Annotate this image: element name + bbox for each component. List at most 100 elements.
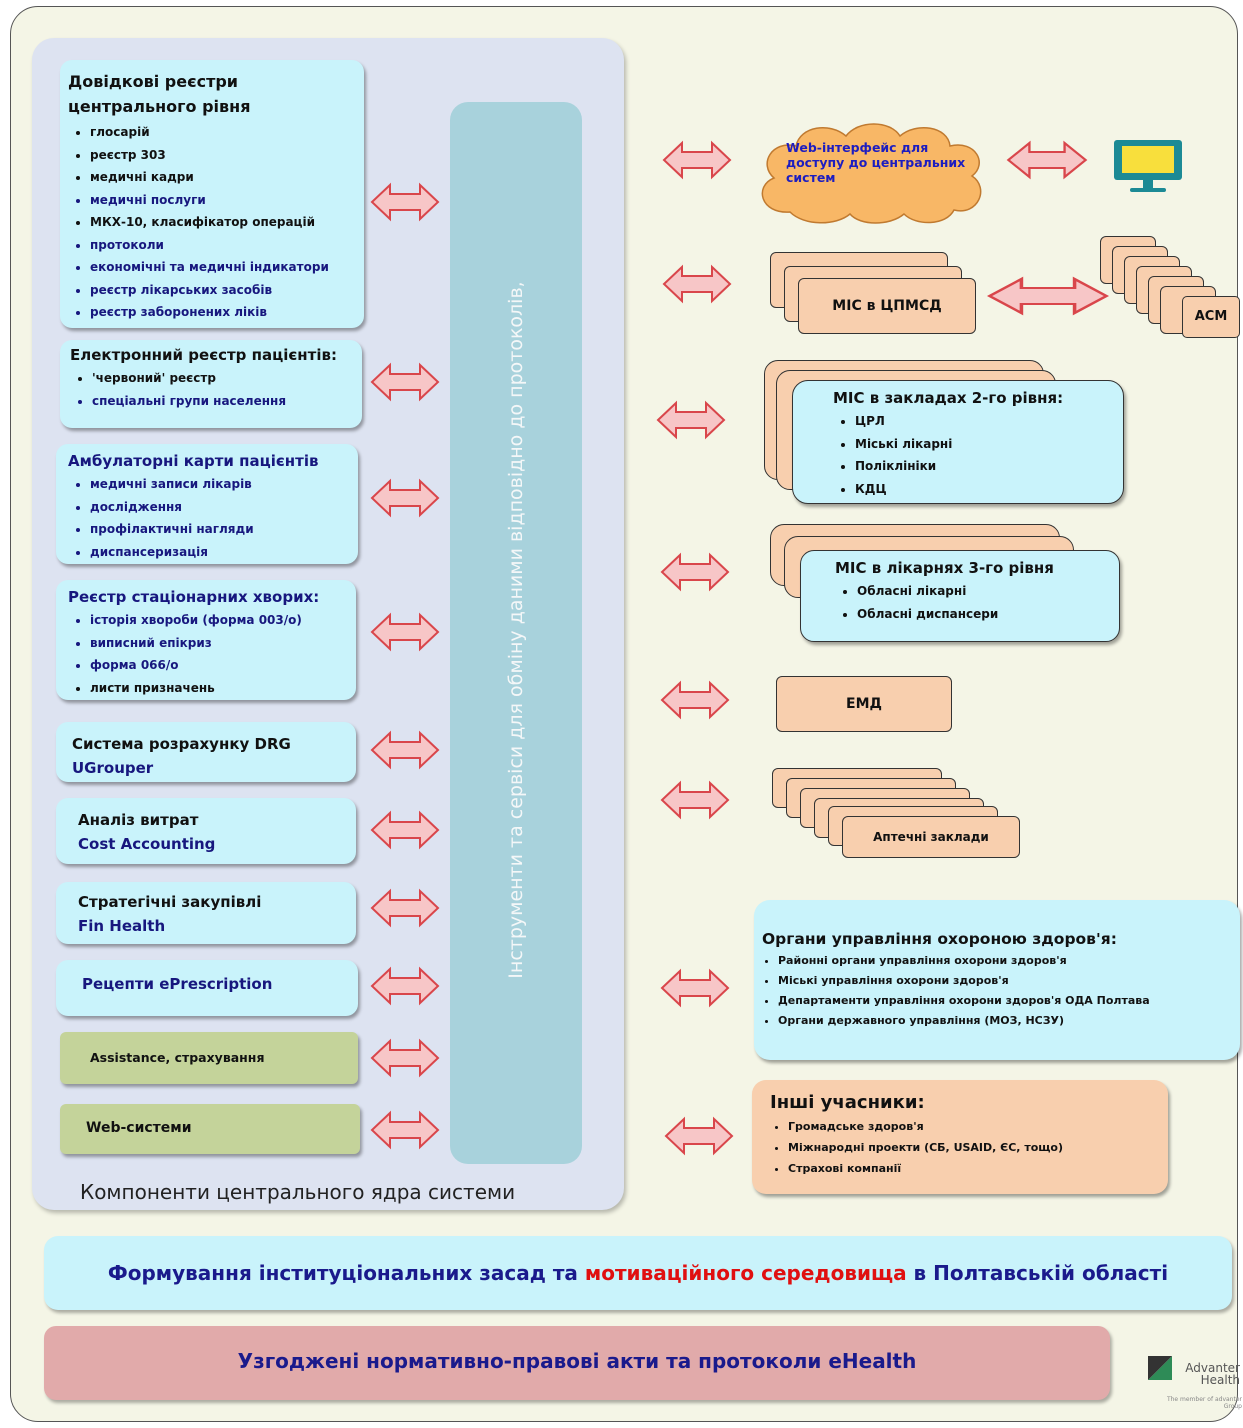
double-arrow-icon — [660, 968, 730, 1008]
assistance-box: Assistance, страхування — [60, 1032, 358, 1084]
institutional-banner-part1: Формування інституціональних засад та — [107, 1261, 585, 1285]
double-arrow-icon — [662, 140, 732, 180]
list-item: Районні органи управління охорони здоров… — [778, 951, 1240, 971]
other-participants-box: Інші учасники: Громадське здоров'я Міжна… — [752, 1080, 1168, 1194]
data-exchange-tools-label: Інструменти та сервіси для обміну даними… — [505, 281, 527, 979]
double-arrow-icon — [370, 612, 440, 652]
cost-analysis-box: Аналіз витрат Cost Accounting — [56, 798, 356, 864]
core-components-title: Компоненти центрального ядра системи — [80, 1180, 516, 1204]
mis-level2-box: МІС в закладах 2-го рівня: ЦРЛ Міські лі… — [792, 380, 1124, 504]
cost-line1: Аналіз витрат — [78, 811, 199, 829]
cost-line2: Cost Accounting — [78, 835, 216, 853]
list-item: Міські лікарні — [855, 433, 1123, 456]
list-item: форма 066/о — [90, 654, 356, 677]
list-item: реєстр лікарських засобів — [90, 279, 364, 302]
registries-list: глосарій реєстр 303 медичні кадри медичн… — [68, 121, 364, 324]
double-arrow-icon — [662, 264, 732, 304]
mis-level2-list: ЦРЛ Міські лікарні Поліклініки КДЦ — [833, 410, 1123, 500]
list-item: Міські управління охорони здоров'я — [778, 971, 1240, 991]
registries-title-line2: центрального рівня — [68, 97, 251, 116]
prescription-box: Рецепти ePrescription — [56, 960, 358, 1016]
patient-registry-title: Електронний реєстр пацієнтів: — [70, 346, 337, 364]
mis-level3-box: МІС в лікарнях 3-го рівня Обласні лікарн… — [800, 550, 1120, 642]
health-authorities-title: Органи управління охороною здоров'я: — [762, 930, 1117, 948]
patient-registry-box: Електронний реєстр пацієнтів: 'червоний'… — [60, 340, 362, 428]
institutional-banner: Формування інституціональних засад та мо… — [44, 1236, 1232, 1310]
ambulatory-cards-title: Амбулаторні карти пацієнтів — [68, 452, 319, 470]
list-item: Поліклініки — [855, 455, 1123, 478]
health-authorities-list: Районні органи управління охорони здоров… — [762, 951, 1240, 1031]
data-exchange-tools-bar — [450, 102, 582, 1164]
list-item: Громадське здоров'я — [788, 1116, 1168, 1137]
list-item: профілактичні нагляди — [90, 518, 358, 541]
mis-pmsd-box: МІС в ЦПМСД — [798, 278, 976, 334]
double-arrow-icon — [986, 276, 1110, 316]
procurement-box: Стратегічні закупівлі Fin Health — [56, 882, 356, 944]
list-item: Департаменти управління охорони здоров'я… — [778, 991, 1240, 1011]
logo-line1: Advanter — [1185, 1361, 1240, 1375]
double-arrow-icon — [370, 888, 440, 928]
inpatient-registry-title: Реєстр стаціонарних хворих: — [68, 588, 320, 606]
emd-box: ЕМД — [776, 676, 952, 732]
list-item: виписний епікриз — [90, 632, 356, 655]
list-item: Обласні лікарні — [857, 580, 1119, 603]
list-item: Органи державного управління (МОЗ, НСЗУ) — [778, 1011, 1240, 1031]
institutional-banner-part3: в Полтавській області — [906, 1261, 1169, 1285]
registries-box: Довідкові реєстри центрального рівня гло… — [60, 60, 364, 328]
inpatient-registry-list: історія хвороби (форма 003/о) виписний е… — [68, 609, 356, 699]
list-item: Обласні диспансери — [857, 603, 1119, 626]
list-item: МКХ-10, класифікатор операцій — [90, 211, 364, 234]
procurement-line1: Стратегічні закупівлі — [78, 893, 262, 911]
mis-level3-title: МІС в лікарнях 3-го рівня — [835, 559, 1054, 577]
list-item: реєстр заборонених ліків — [90, 301, 364, 324]
cloud-shape — [761, 123, 982, 224]
other-participants-list: Громадське здоров'я Міжнародні проекти (… — [770, 1116, 1168, 1179]
list-item: економічні та медичні індикатори — [90, 256, 364, 279]
double-arrow-icon — [660, 552, 730, 592]
list-item: диспансеризація — [90, 541, 358, 564]
list-item: КДЦ — [855, 478, 1123, 501]
drg-line1: Система розрахунку DRG — [72, 735, 291, 753]
double-arrow-icon — [370, 182, 440, 222]
list-item: медичні послуги — [90, 189, 364, 212]
double-arrow-icon — [370, 478, 440, 518]
acm-box: АСМ — [1182, 296, 1240, 338]
double-arrow-icon — [370, 362, 440, 402]
list-item: реєстр 303 — [90, 144, 364, 167]
registries-title-line1: Довідкові реєстри — [68, 72, 239, 91]
double-arrow-icon — [660, 680, 730, 720]
double-arrow-icon — [370, 1110, 440, 1150]
regulatory-banner: Узгоджені нормативно-правові акти та про… — [44, 1326, 1110, 1400]
double-arrow-icon — [370, 810, 440, 850]
inpatient-registry-box: Реєстр стаціонарних хворих: історія хвор… — [56, 580, 356, 700]
list-item: медичні записи лікарів — [90, 473, 358, 496]
health-authorities-box: Органи управління охороною здоров'я: Рай… — [754, 900, 1240, 1060]
ambulatory-cards-box: Амбулаторні карти пацієнтів медичні запи… — [56, 444, 358, 564]
other-participants-title: Інші учасники: — [770, 1092, 925, 1113]
list-item: медичні кадри — [90, 166, 364, 189]
double-arrow-icon — [370, 730, 440, 770]
prescription-label: Рецепти ePrescription — [82, 975, 273, 993]
advanter-logo-icon — [1148, 1356, 1172, 1380]
logo-name: Advanter Health — [1170, 1362, 1240, 1386]
monitor-icon — [1114, 140, 1182, 192]
ambulatory-cards-list: медичні записи лікарів дослідження профі… — [68, 473, 358, 563]
institutional-banner-part2: мотиваційного середовища — [584, 1261, 907, 1285]
double-arrow-icon — [656, 400, 726, 440]
double-arrow-icon — [660, 780, 730, 820]
web-systems-label: Web-системи — [86, 1120, 192, 1136]
list-item: ЦРЛ — [855, 410, 1123, 433]
double-arrow-icon — [370, 966, 440, 1006]
mis-level2-title: МІС в закладах 2-го рівня: — [833, 389, 1064, 407]
logo-line2: Health — [1200, 1373, 1240, 1387]
list-item: Страхові компанії — [788, 1158, 1168, 1179]
list-item: історія хвороби (форма 003/о) — [90, 609, 356, 632]
list-item: Міжнародні проекти (СБ, USAID, ЄС, тощо) — [788, 1137, 1168, 1158]
logo-tagline: The member of advanter Group — [1166, 1396, 1242, 1410]
list-item: спеціальні групи населення — [92, 390, 362, 413]
list-item: дослідження — [90, 496, 358, 519]
web-systems-box: Web-системи — [60, 1104, 360, 1154]
double-arrow-icon — [1006, 140, 1088, 180]
patient-registry-list: 'червоний' реєстр спеціальні групи насел… — [70, 367, 362, 412]
web-interface-label: Web-інтерфейс для доступу до центральних… — [786, 140, 966, 185]
